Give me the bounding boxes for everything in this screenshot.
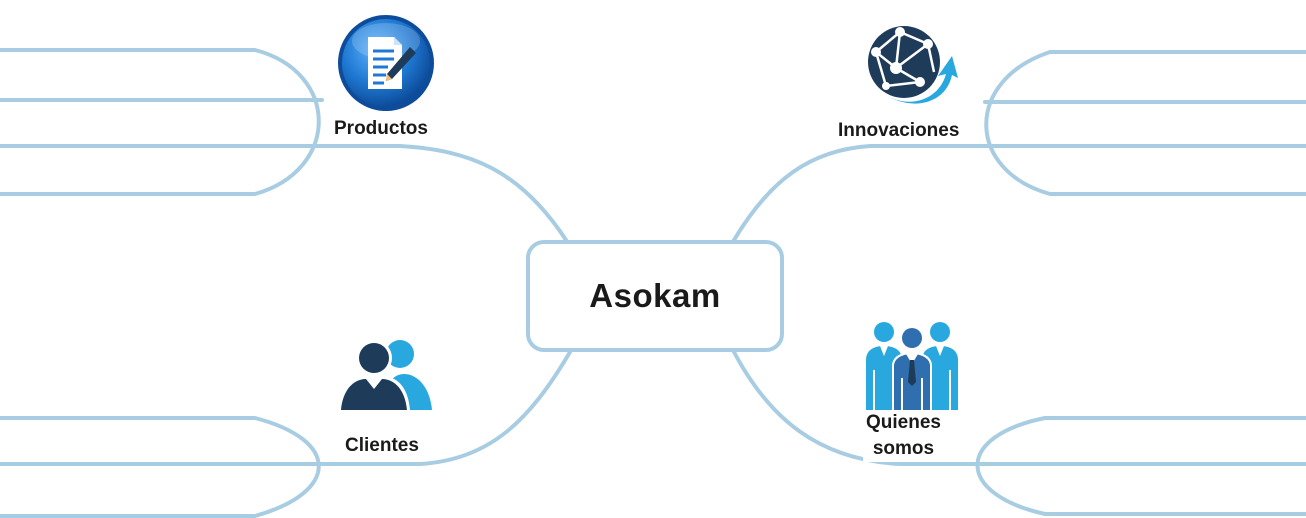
connector-quienes	[732, 350, 1306, 466]
team-icon	[866, 322, 958, 412]
bracket-clientes	[0, 416, 321, 518]
center-title: Asokam	[589, 277, 721, 314]
bracket-quienes	[975, 416, 1306, 516]
center-node: Asokam	[526, 240, 784, 352]
label-innovaciones: Innovaciones	[835, 118, 963, 144]
label-quienes-line1: Quienes	[866, 412, 941, 433]
network-globe-icon	[868, 26, 958, 104]
label-quienes-line2: somos	[872, 438, 935, 459]
document-pen-icon	[338, 15, 434, 111]
connector-innovaciones	[732, 144, 1306, 242]
bracket-productos	[0, 48, 321, 196]
users-icon	[338, 340, 432, 410]
connector-clientes	[0, 350, 572, 466]
bracket-innovaciones	[984, 50, 1306, 196]
label-productos: Productos	[331, 116, 431, 142]
label-clientes: Clientes	[342, 433, 422, 459]
label-quienes-somos: Quienes somos	[863, 410, 944, 462]
connector-productos	[0, 144, 568, 242]
